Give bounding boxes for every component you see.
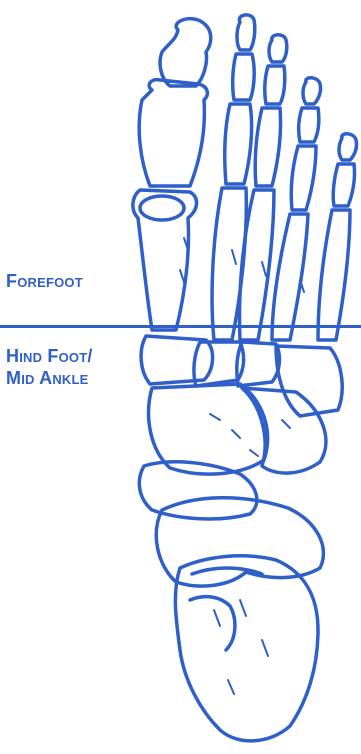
- fifth-toe-bones: [318, 134, 357, 340]
- bone-texture-marks: [180, 238, 304, 694]
- hallux-bones: [133, 19, 211, 330]
- second-toe-bones: [212, 15, 255, 340]
- forefoot-hindfoot-divider: [0, 325, 361, 328]
- midfoot-bones: [139, 336, 342, 519]
- forefoot-label: Forefoot: [6, 270, 83, 292]
- hindfoot-label-line1: Hind Foot/: [6, 345, 93, 367]
- hindfoot-label-line2: Mid Ankle: [6, 367, 93, 389]
- calcaneus-bone: [175, 556, 318, 741]
- hindfoot-label: Hind Foot/ Mid Ankle: [6, 345, 93, 389]
